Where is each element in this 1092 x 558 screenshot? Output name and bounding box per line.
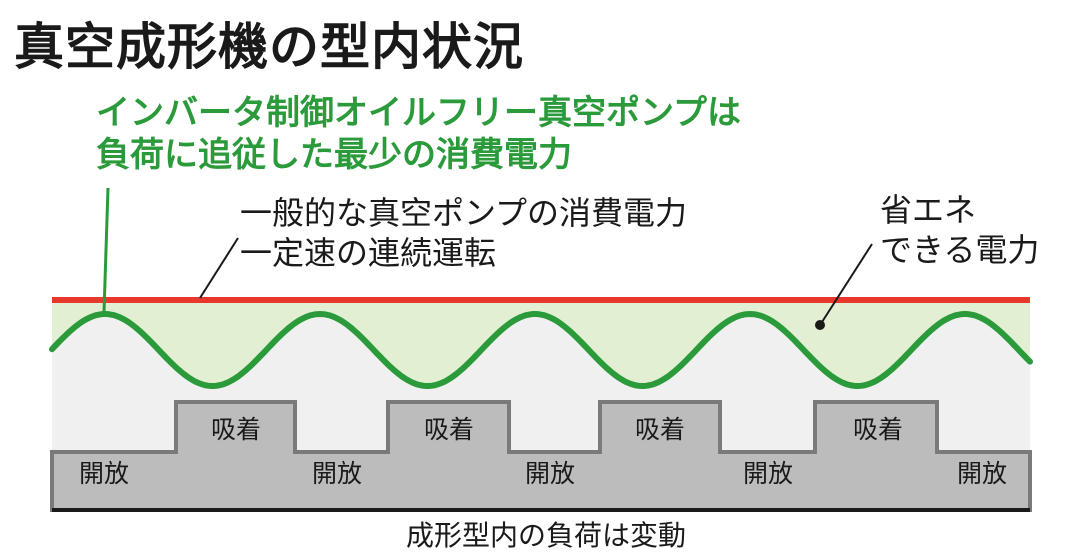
general-pump-note: 一般的な真空ポンプの消費電力 一定速の連続運転 [240,193,687,273]
inverter-note-line-1: インバータ制御オイルフリー真空ポンプは [96,93,741,133]
inverter-pump-note: インバータ制御オイルフリー真空ポンプは 負荷に追従した最少の消費電力 [96,92,741,176]
saving-note-leader-line [821,243,873,323]
page-title: 真空成形機の型内状況 [14,18,524,76]
inverter-power-curve [49,310,1033,389]
inverter-note-leader-line [102,187,110,313]
stage-label-suction: 吸着 [852,415,904,444]
bottom-caption: 成形型内の負荷は変動 [405,519,687,552]
general-note-line-1: 一般的な真空ポンプの消費電力 [240,194,688,232]
inverter-note-line-2: 負荷に追従した最少の消費電力 [96,135,572,175]
mold-load-step-shape [50,400,1032,512]
stage-label-open: 開放 [524,459,576,488]
saving-note-leader-dot [815,320,825,330]
stage-label-open: 開放 [956,459,1008,488]
general-note-line-2: 一定速の連続運転 [240,234,497,272]
stage-label-open: 開放 [311,459,363,488]
saving-note-line-2: できる電力 [880,231,1040,269]
stage-label-suction: 吸着 [634,415,686,444]
stage-label-suction: 吸着 [210,415,262,444]
stage-label-open: 開放 [78,459,130,488]
energy-saving-note: 省エネ できる電力 [880,190,1039,270]
stage-label-open: 開放 [742,459,794,488]
general-note-leader-line [199,237,239,299]
saving-note-line-1: 省エネ [880,191,977,229]
stage-label-suction: 吸着 [423,415,475,444]
